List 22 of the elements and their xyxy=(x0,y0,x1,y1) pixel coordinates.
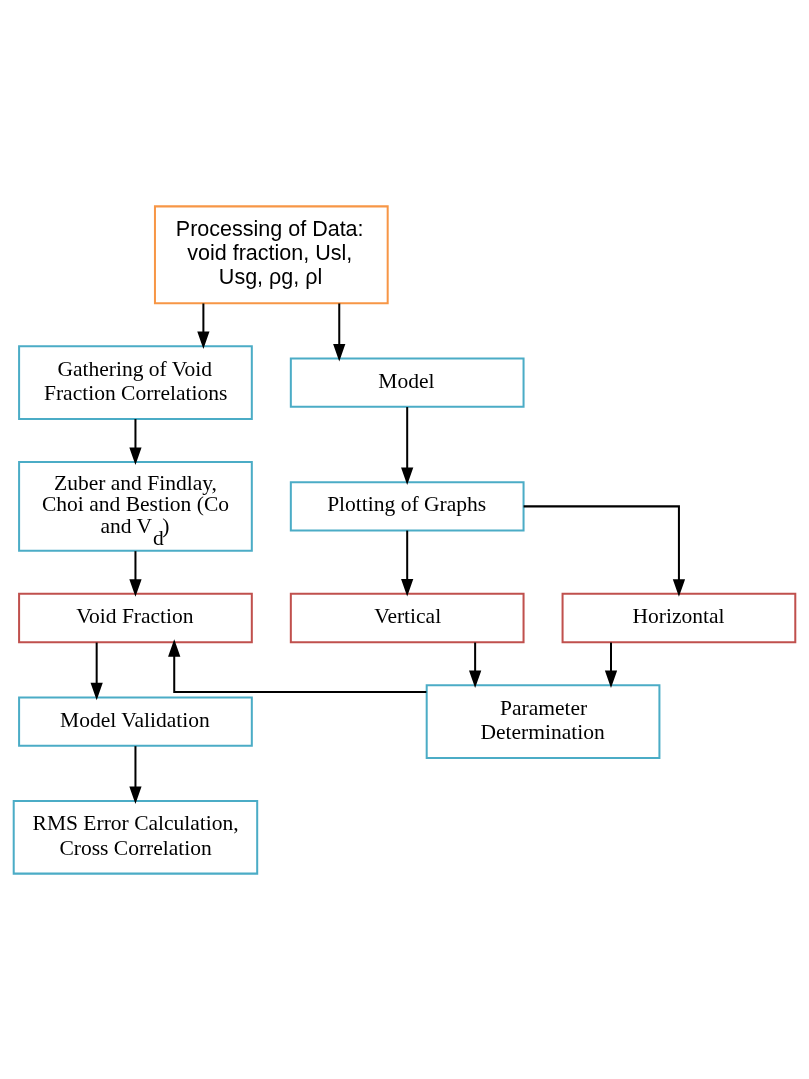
node-box: Vertical xyxy=(289,592,525,643)
node-box: Model Validation xyxy=(18,695,253,747)
arrow xyxy=(469,642,482,688)
arrow xyxy=(129,550,142,597)
arrow xyxy=(333,303,346,361)
arrow xyxy=(129,418,142,465)
node-box: Plotting of Graphs xyxy=(289,480,525,532)
node-box: Processing of Data: void fraction, Usl, Usg, ρg, ρl xyxy=(153,204,389,304)
arrow xyxy=(168,638,427,693)
node-box: Model xyxy=(289,356,525,408)
node-box: RMS Error Calculation, Cross Correlation xyxy=(12,799,259,875)
arrow xyxy=(90,642,103,700)
arrow xyxy=(604,642,618,688)
node-box: Parameter Determination xyxy=(425,683,661,759)
arrow xyxy=(523,504,686,597)
arrow xyxy=(197,303,210,349)
arrow xyxy=(401,530,414,596)
arrow xyxy=(401,406,414,485)
node-box: Void Fraction xyxy=(18,592,253,643)
node-box: Horizontal xyxy=(561,592,797,643)
node-box: Gathering of Void Fraction Correlations xyxy=(18,344,253,420)
arrow xyxy=(129,745,142,804)
